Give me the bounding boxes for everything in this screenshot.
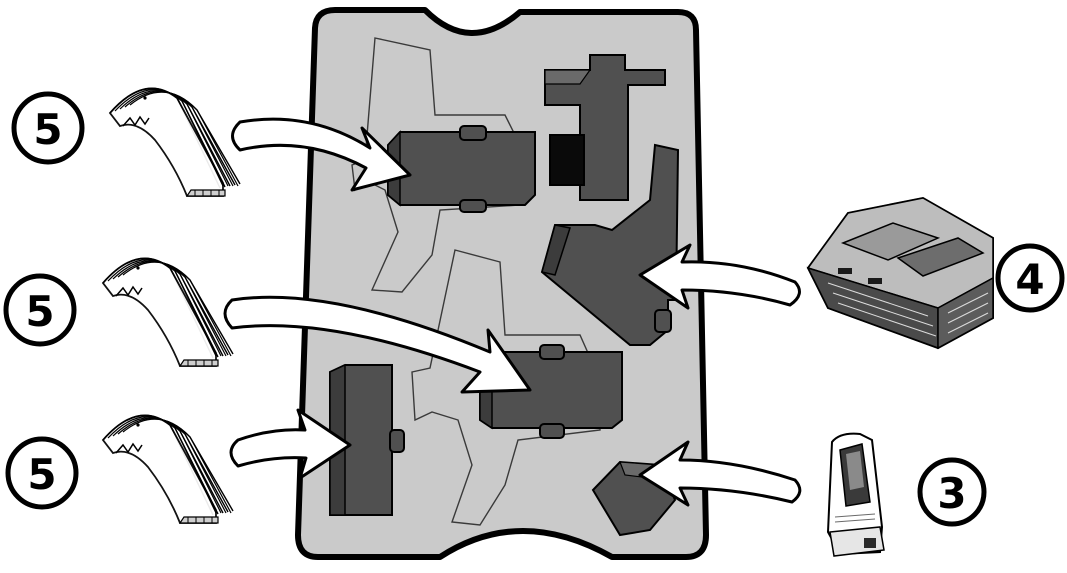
- shoe-pad-icon: [103, 258, 233, 366]
- shoe-pad-icon: [103, 415, 233, 523]
- callout-5-bottom: 5: [8, 439, 76, 507]
- callout-3: 3: [920, 460, 984, 524]
- callout-number: 3: [937, 469, 966, 518]
- callout-5-middle: 5: [6, 276, 74, 344]
- pocket-top-left: [388, 126, 535, 212]
- callout-number: 5: [33, 105, 62, 154]
- callout-number: 5: [27, 450, 56, 499]
- battery-charger-icon: [808, 198, 993, 348]
- battery-pack-icon: [828, 434, 884, 556]
- callout-4: 4: [998, 246, 1062, 310]
- callout-number: 4: [1015, 255, 1044, 304]
- shoe-pad-icon: [110, 88, 240, 196]
- callout-5-top: 5: [14, 94, 82, 162]
- callout-number: 5: [25, 287, 54, 336]
